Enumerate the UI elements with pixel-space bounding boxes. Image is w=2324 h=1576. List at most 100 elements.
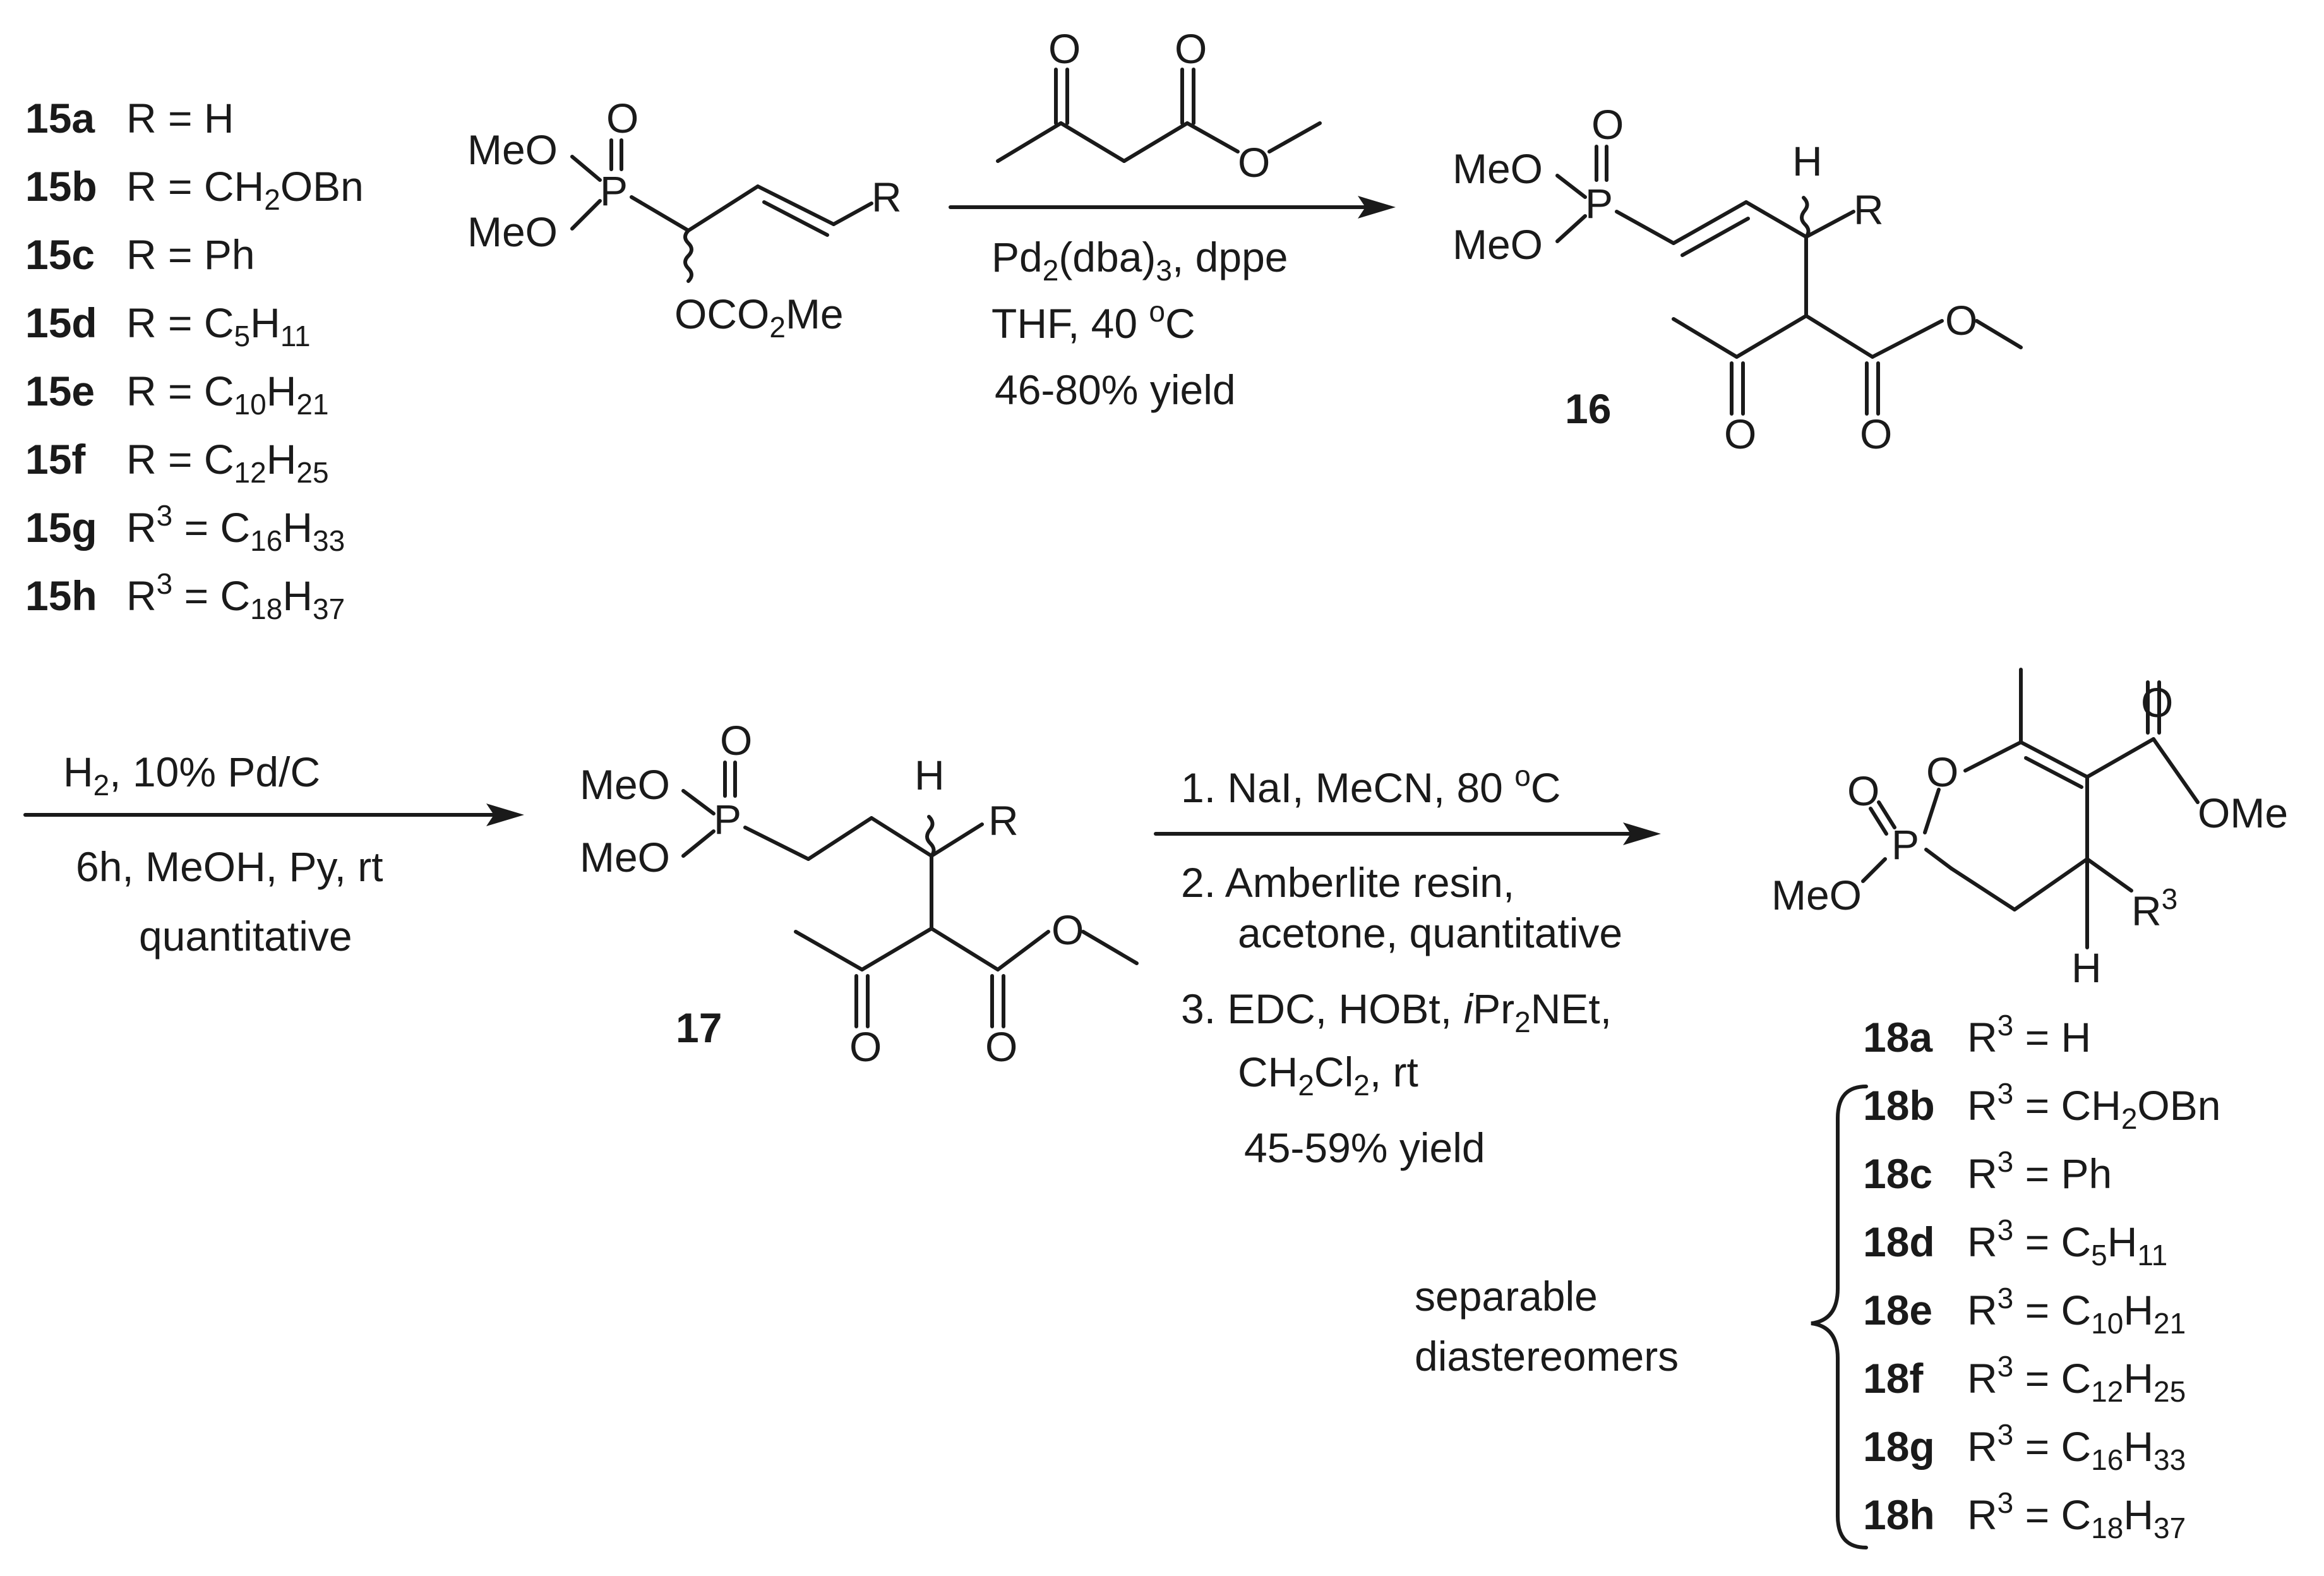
- separable-note: separable diastereomers: [1415, 1273, 1679, 1380]
- conditions-line: H2, 10% Pd/C: [63, 749, 320, 802]
- compound-label: 18c: [1863, 1150, 1932, 1197]
- compound-label: 15h: [25, 572, 97, 619]
- conditions-line: 1. NaI, MeCN, 80 oC: [1181, 759, 1560, 811]
- reaction-arrow-1: [949, 196, 1396, 219]
- atom-o: O: [1051, 906, 1084, 953]
- atom-o: O: [985, 1023, 1017, 1070]
- substituent-value: R3 = C16H33: [126, 499, 345, 557]
- substituent-value: R = C10H21: [126, 368, 329, 421]
- product-18-structure: O O O OMe P MeO R3 H: [1771, 668, 2288, 991]
- compound-17-structure: MeO MeO O P H R O O O 17: [580, 717, 1139, 1070]
- compound-label: 15c: [25, 231, 95, 278]
- bond: [1122, 121, 1189, 163]
- atom-o: O: [1847, 767, 1879, 814]
- bond: [570, 199, 602, 231]
- substituent-value: R3 = Ph: [1967, 1145, 2112, 1197]
- bond: [570, 155, 602, 182]
- compound-label: 18a: [1863, 1014, 1933, 1061]
- atom-h: H: [2071, 944, 2102, 991]
- conditions-line: THF, 40 oC: [991, 295, 1195, 347]
- atom-p: P: [1585, 180, 1613, 227]
- compound-label: 15a: [25, 95, 95, 141]
- atom-meo: MeO: [580, 834, 670, 881]
- conditions-line: 45-59% yield: [1244, 1124, 1485, 1171]
- note-line: diastereomers: [1415, 1333, 1679, 1380]
- conditions-step-3: 1. NaI, MeCN, 80 oC 2. Amberlite resin, …: [1181, 759, 1622, 1171]
- compound-label: 18g: [1863, 1423, 1935, 1470]
- compound-label: 15g: [25, 504, 97, 551]
- atom-meo: MeO: [1452, 145, 1543, 192]
- bond: [996, 121, 1063, 163]
- atom-o: O: [1926, 749, 1958, 795]
- conditions-line: 2. Amberlite resin,: [1181, 859, 1514, 906]
- substituent-value: R3 = C16H33: [1967, 1418, 2186, 1476]
- atom-o: O: [1724, 411, 1756, 457]
- bond: [762, 200, 829, 237]
- atom-o: O: [606, 95, 638, 141]
- reaction-arrow-2: [23, 803, 524, 826]
- reaction-arrow-3: [1154, 822, 1661, 845]
- conditions-line: CH2Cl2, rt: [1238, 1049, 1418, 1102]
- substituent-value: R3 = C18H37: [1967, 1486, 2186, 1544]
- compound-label-16: 16: [1565, 385, 1611, 432]
- compound-label: 18b: [1863, 1082, 1935, 1129]
- product-16-structure: MeO MeO O P H R O O O 16: [1452, 101, 2023, 457]
- substituent-value: R3 = CH2OBn: [1967, 1077, 2220, 1135]
- atom-o: O: [720, 717, 752, 764]
- conditions-line: 46-80% yield: [995, 366, 1236, 413]
- bond: [630, 195, 690, 232]
- conditions-line: Pd2(dba)3, dppe: [991, 234, 1288, 287]
- atom-meo: MeO: [1771, 872, 1862, 918]
- atom-h: H: [1792, 138, 1823, 184]
- bond: [832, 202, 873, 226]
- compound-label: 18d: [1863, 1218, 1935, 1265]
- bond: [756, 184, 836, 226]
- note-line: separable: [1415, 1273, 1598, 1320]
- atom-meo: MeO: [580, 761, 670, 808]
- compound-label: 15d: [25, 299, 97, 346]
- compound-label: 18h: [1863, 1491, 1935, 1538]
- brace: [1811, 1085, 1868, 1549]
- compound-list-18: 18a R3 = H 18b R3 = CH2OBn 18c R3 = Ph 18d R3 =…: [1863, 1009, 2220, 1544]
- bond: [1267, 121, 1322, 153]
- substituent-value: R3 = C10H21: [1967, 1282, 2186, 1340]
- substituent-value: R = CH2OBn: [126, 163, 364, 216]
- compound-label: 15f: [25, 436, 86, 483]
- atom-o: O: [1860, 411, 1892, 457]
- conditions-step-2: H2, 10% Pd/C 6h, MeOH, Py, rt quantitati…: [63, 749, 383, 959]
- compound-label: 15e: [25, 368, 95, 414]
- substituent-value: R = Ph: [126, 231, 255, 278]
- compound-list-15: 15a R = H 15b R = CH2OBn 15c R = Ph 15d R = C5H…: [25, 95, 364, 625]
- atom-o: O: [2141, 679, 2173, 726]
- atom-oco2me: OCO2Me: [674, 291, 844, 344]
- atom-o: O: [1175, 25, 1207, 72]
- atom-r3: R3: [2131, 882, 2177, 934]
- substituent-value: R3 = H: [1967, 1009, 2091, 1061]
- atom-o: O: [1591, 101, 1624, 148]
- atom-p: P: [714, 796, 741, 843]
- atom-o: O: [1048, 25, 1081, 72]
- compound-label: 18f: [1863, 1355, 1924, 1402]
- compound-label-17: 17: [676, 1004, 722, 1051]
- conditions-line: acetone, quantitative: [1238, 910, 1622, 956]
- atom-o: O: [849, 1023, 882, 1070]
- substituent-value: R3 = C5H11: [1967, 1213, 2167, 1272]
- atom-o: O: [1238, 139, 1270, 186]
- atom-meo: MeO: [1452, 221, 1543, 268]
- atom-r: R: [988, 797, 1019, 844]
- atom-meo: MeO: [467, 126, 558, 173]
- substituent-value: R = H: [126, 95, 234, 141]
- compound-label: 15b: [25, 163, 97, 210]
- atom-ome: OMe: [2198, 790, 2288, 836]
- bond: [1059, 121, 1126, 163]
- conditions-line: 3. EDC, HOBt, iPr2NEt,: [1181, 985, 1612, 1038]
- substituent-value: R = C12H25: [126, 436, 329, 489]
- atom-r: R: [872, 174, 902, 220]
- atom-o: O: [1945, 297, 1977, 344]
- atom-p: P: [1891, 821, 1919, 868]
- starting-material-structure: MeO MeO O P R OCO2Me: [467, 95, 902, 344]
- atom-r: R: [1854, 186, 1884, 233]
- atom-p: P: [600, 167, 628, 214]
- substituent-value: R = C5H11: [126, 299, 311, 352]
